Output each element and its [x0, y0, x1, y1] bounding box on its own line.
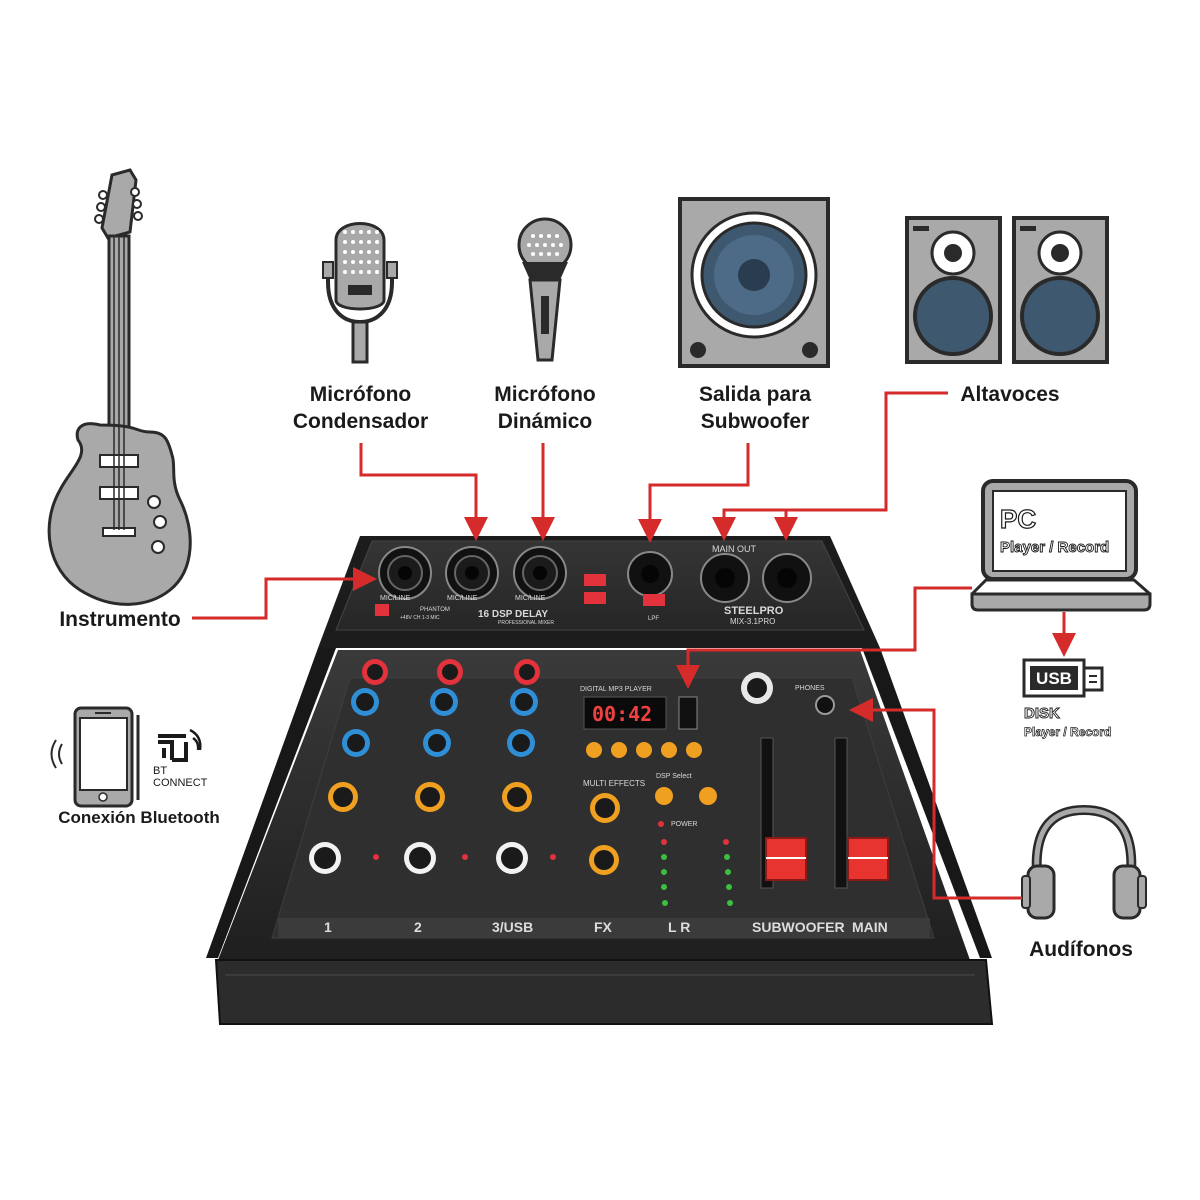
arrow-pc [676, 586, 972, 689]
usb-disk-icon: USB DISK Player / Record [1022, 658, 1112, 739]
lpf-switch[interactable] [643, 594, 665, 606]
mic-line-label-3: MIC/LINE [515, 595, 546, 602]
xlr-combo-input-3[interactable] [513, 546, 567, 600]
channel-label-3: 3/USB [492, 919, 533, 935]
dsp-subtitle: PROFESSIONAL MIXER [498, 620, 554, 626]
condenser-mic-label-line1: Micrófono [309, 383, 412, 406]
channel-3-controls [496, 659, 540, 874]
usb-disk-text: DISK [1024, 705, 1060, 722]
main-out-left-jack[interactable] [700, 553, 750, 603]
phones-jack[interactable] [815, 695, 835, 715]
level-meter [658, 821, 733, 906]
mp3-title: DIGITAL MP3 PLAYER [580, 686, 652, 693]
mp3-display [583, 696, 667, 730]
subwoofer-fader[interactable] [765, 837, 807, 881]
laptop-pc-icon: PC Player / Record [970, 479, 1152, 612]
player-button-eq[interactable] [686, 742, 702, 758]
laptop-title: PC [1000, 504, 1036, 534]
player-button-rec[interactable] [586, 742, 602, 758]
peak-led-2 [462, 854, 468, 860]
audio-mixer: MIC/LINE MIC/LINE MIC/LINE PHANTOM +48V … [206, 536, 994, 1025]
arrow-instrument [192, 567, 377, 620]
channel-label-1: 1 [324, 919, 332, 935]
lpf-label: LPF [648, 616, 659, 622]
brand-text: STEELPRO [724, 605, 784, 617]
dynamic-mic-label-line2: Dinámico [497, 410, 593, 433]
usb-badge-text: USB [1036, 669, 1072, 688]
xlr-combo-input-2[interactable] [445, 546, 499, 600]
channel-label-strip [278, 918, 930, 938]
subwoofer-out-jack[interactable] [627, 551, 673, 597]
electric-guitar-icon [47, 168, 192, 606]
dsp-title: 16 DSP DELAY [478, 609, 548, 620]
headphones-icon [1021, 804, 1147, 920]
subwoofer-out-label-line2: Subwoofer [700, 410, 810, 433]
speakers-label: Altavoces [960, 383, 1060, 406]
xlr-combo-input-1[interactable] [378, 546, 432, 600]
bluetooth-label: Conexión Bluetooth [58, 808, 220, 827]
channel-2-controls [404, 659, 463, 874]
subwoofer-speaker-icon [678, 197, 830, 368]
power-label: POWER [671, 821, 697, 828]
dynamic-microphone-icon [517, 217, 573, 362]
channel-label-lr: L R [668, 919, 690, 935]
phantom-switch[interactable] [375, 604, 389, 616]
mp3-display-time: 00:42 [592, 702, 652, 726]
phones-label: PHONES [795, 685, 825, 692]
arrow-headphones [849, 698, 1022, 900]
connection-arrows [192, 391, 1076, 900]
fx-channel-controls [589, 793, 620, 875]
peak-led-1 [373, 854, 379, 860]
usb-disk-subtitle: Player / Record [1024, 725, 1111, 739]
condenser-mic-label: Micrófono Condensador [283, 381, 438, 435]
channel-label-subwoofer: SUBWOOFER [752, 919, 845, 935]
dsp-select-up[interactable] [699, 787, 717, 805]
bt-logo-line1: BT [153, 765, 167, 777]
main-fader-track [834, 737, 848, 889]
mic-line-label-1: MIC/LINE [380, 595, 411, 602]
instrument-label: Instrumento [59, 608, 181, 631]
arrow-speakers-left [712, 391, 948, 541]
channel-label-2: 2 [414, 919, 422, 935]
bluetooth-phone-icon [50, 706, 140, 808]
player-button-next[interactable] [636, 742, 652, 758]
usb-switch[interactable] [584, 592, 606, 604]
dsp-select-down[interactable] [655, 787, 673, 805]
dynamic-mic-label-line1: Micrófono [494, 383, 596, 406]
channel-label-main: MAIN [852, 919, 888, 935]
mic-line-label-2: MIC/LINE [447, 595, 478, 602]
player-button-mode[interactable] [661, 742, 677, 758]
multi-effects-label: MULTI EFFECTS [583, 779, 645, 788]
dsp-select-label: DSP Select [656, 773, 692, 780]
arrow-subwoofer [638, 443, 750, 543]
speakers-icon [905, 216, 1109, 364]
condenser-microphone-icon [322, 222, 398, 364]
laptop-subtitle: Player / Record [1000, 539, 1109, 556]
arrow-condenser-mic [359, 443, 488, 541]
main-out-label: MAIN OUT [712, 544, 757, 554]
ch3-switch[interactable] [584, 574, 606, 586]
channel-1-controls [309, 659, 388, 874]
peak-led-3 [550, 854, 556, 860]
bt-logo-line2: CONNECT [153, 777, 208, 789]
phantom-sub-label: +48V CH 1-3 MIC [400, 615, 440, 621]
main-fader[interactable] [847, 837, 889, 881]
usb-port[interactable] [678, 696, 698, 730]
condenser-mic-label-line2: Condensador [292, 410, 429, 433]
phantom-label: PHANTOM [420, 607, 450, 613]
dynamic-mic-label: Micrófono Dinámico [480, 381, 610, 435]
model-text: MIX-3.1PRO [730, 617, 775, 626]
subwoofer-out-label: Salida para Subwoofer [680, 381, 830, 435]
channel-label-fx: FX [594, 919, 613, 935]
subwoofer-out-label-line1: Salida para [698, 383, 812, 406]
player-button-prev[interactable] [611, 742, 627, 758]
headphones-label: Audífonos [1029, 938, 1133, 961]
main-out-right-jack[interactable] [762, 553, 812, 603]
bt-connect-logo: BT CONNECT [153, 728, 208, 789]
